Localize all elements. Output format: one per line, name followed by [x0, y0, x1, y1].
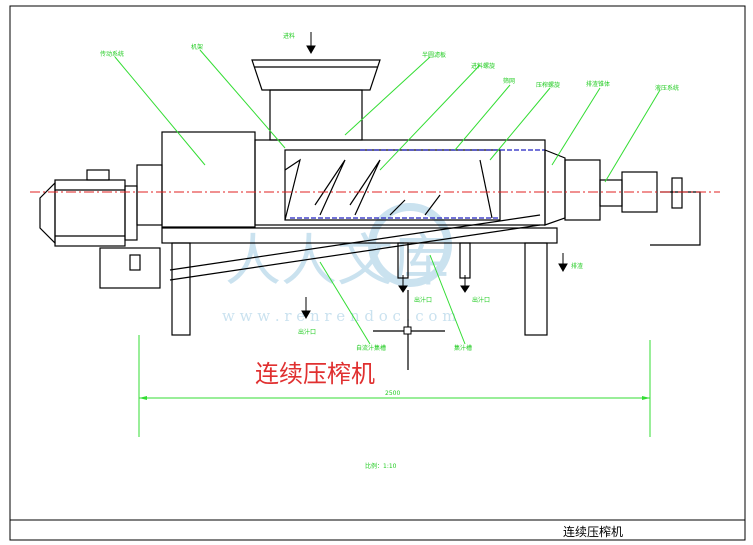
label-half-screen: 半圆滤板	[422, 51, 446, 59]
label-screen: 筛网	[503, 77, 515, 85]
motor	[39, 169, 138, 247]
label-discharge-cone: 排渣锥体	[586, 80, 610, 88]
drawing-title: 连续压榨机	[255, 360, 375, 388]
label-frame: 机架	[191, 43, 203, 51]
drive-box	[161, 131, 256, 228]
label-juice-outlet-2: 出汁口	[414, 296, 432, 304]
label-drive: 传动系统	[100, 50, 124, 58]
frame	[161, 214, 558, 336]
hopper	[251, 59, 381, 91]
label-feed-screw: 进料螺旋	[471, 62, 495, 70]
label-discharge: 排渣	[571, 262, 583, 270]
label-feed: 进料	[283, 32, 295, 40]
watermark: 人人文库 w w w . r e n r e n d o c . c o m	[222, 203, 456, 325]
label-press-screw: 压榨螺旋	[536, 81, 560, 89]
dimension-value: 2500	[385, 390, 400, 397]
scale-label: 比例：1:10	[365, 462, 397, 470]
leader-lines	[114, 49, 661, 345]
label-juice-tank: 集汁槽	[454, 344, 472, 352]
watermark-circle	[368, 203, 452, 287]
watermark-url: w w w . r e n r e n d o c . c o m	[222, 307, 456, 325]
screw-flights	[284, 158, 493, 221]
label-hydraulic: 液压系统	[655, 84, 679, 92]
dimension-2500: 2500	[138, 335, 651, 437]
label-juice-outlet-1: 出汁口	[298, 328, 316, 336]
drawing-border	[9, 5, 746, 541]
flow-arrows	[301, 32, 568, 320]
label-free-juice-tank: 自流汁集槽	[356, 344, 386, 352]
title-block-name: 连续压榨机	[563, 524, 623, 539]
cad-cursor	[373, 290, 445, 370]
label-juice-outlet-3: 出汁口	[472, 296, 490, 304]
